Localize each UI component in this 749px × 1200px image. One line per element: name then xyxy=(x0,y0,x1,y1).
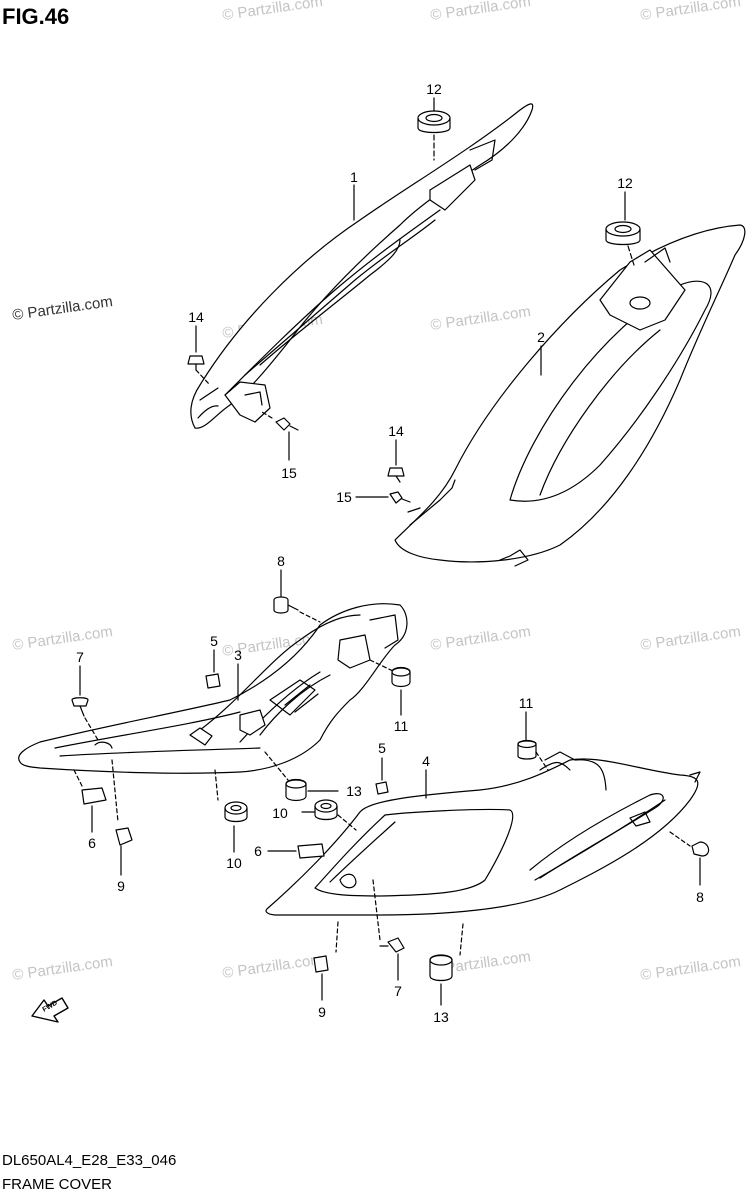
callout-2: 2 xyxy=(537,329,545,345)
callout-12: 12 xyxy=(426,81,442,97)
part-10-grommet-left xyxy=(214,769,248,853)
callout-7: 7 xyxy=(76,649,84,665)
callout-13: 13 xyxy=(346,783,362,799)
callout-5: 5 xyxy=(378,740,386,756)
part-6-cushion-left xyxy=(73,769,107,833)
part-13-damper-right xyxy=(429,923,464,1006)
part-15-screw-left xyxy=(261,411,299,461)
part-11-damper-left xyxy=(369,659,411,716)
callout-13: 13 xyxy=(433,1009,449,1025)
part-9-clip-left xyxy=(111,759,133,876)
fwd-arrow-icon xyxy=(31,997,69,1023)
callout-12: 12 xyxy=(617,175,633,191)
callout-14: 14 xyxy=(388,423,404,439)
part-7-screw-left xyxy=(71,665,99,741)
part-7-screw-right xyxy=(372,879,405,981)
callout-3: 3 xyxy=(234,647,242,663)
model-code: DL650AL4_E28_E33_046 xyxy=(2,1152,177,1169)
part-11-damper-right xyxy=(517,711,549,771)
callout-8: 8 xyxy=(277,553,285,569)
part-10-grommet-right xyxy=(301,799,357,831)
callout-11: 11 xyxy=(519,695,534,711)
part-5-pad-left xyxy=(205,649,221,689)
diagram-caption: FRAME COVER xyxy=(2,1176,113,1193)
part-14-clip-left xyxy=(187,325,211,386)
part-1-frame-cover-left xyxy=(190,103,534,429)
figure-title: FIG.46 xyxy=(2,4,70,29)
callout-15: 15 xyxy=(336,489,352,505)
callout-1: 1 xyxy=(350,169,358,185)
callout-11: 11 xyxy=(394,718,409,734)
callout-10: 10 xyxy=(226,855,242,871)
callout-15: 15 xyxy=(281,465,297,481)
callout-6: 6 xyxy=(254,843,262,859)
part-9-clip-right xyxy=(313,921,339,1001)
part-12-grommet-top xyxy=(417,97,451,161)
part-3-frame-cover-lower-left xyxy=(18,603,408,774)
part-5-pad-right xyxy=(375,757,389,795)
part-8-screw-right xyxy=(669,831,710,886)
part-4-frame-cover-lower-right xyxy=(265,751,701,916)
callout-9: 9 xyxy=(117,878,125,894)
part-6-cushion-right xyxy=(267,843,325,859)
part-2-frame-cover-right xyxy=(394,224,746,567)
callout-6: 6 xyxy=(88,835,96,851)
part-13-damper-left xyxy=(264,751,339,802)
callout-10: 10 xyxy=(272,805,288,821)
callout-9: 9 xyxy=(318,1004,326,1020)
part-12-grommet-right xyxy=(605,191,641,266)
part-8-screw-left xyxy=(273,569,321,623)
callout-14: 14 xyxy=(188,309,204,325)
callout-4: 4 xyxy=(422,753,430,769)
callout-5: 5 xyxy=(210,633,218,649)
callout-7: 7 xyxy=(394,983,402,999)
part-14-clip-right xyxy=(387,439,405,483)
callout-8: 8 xyxy=(696,889,704,905)
part-15-screw-right xyxy=(355,491,411,504)
